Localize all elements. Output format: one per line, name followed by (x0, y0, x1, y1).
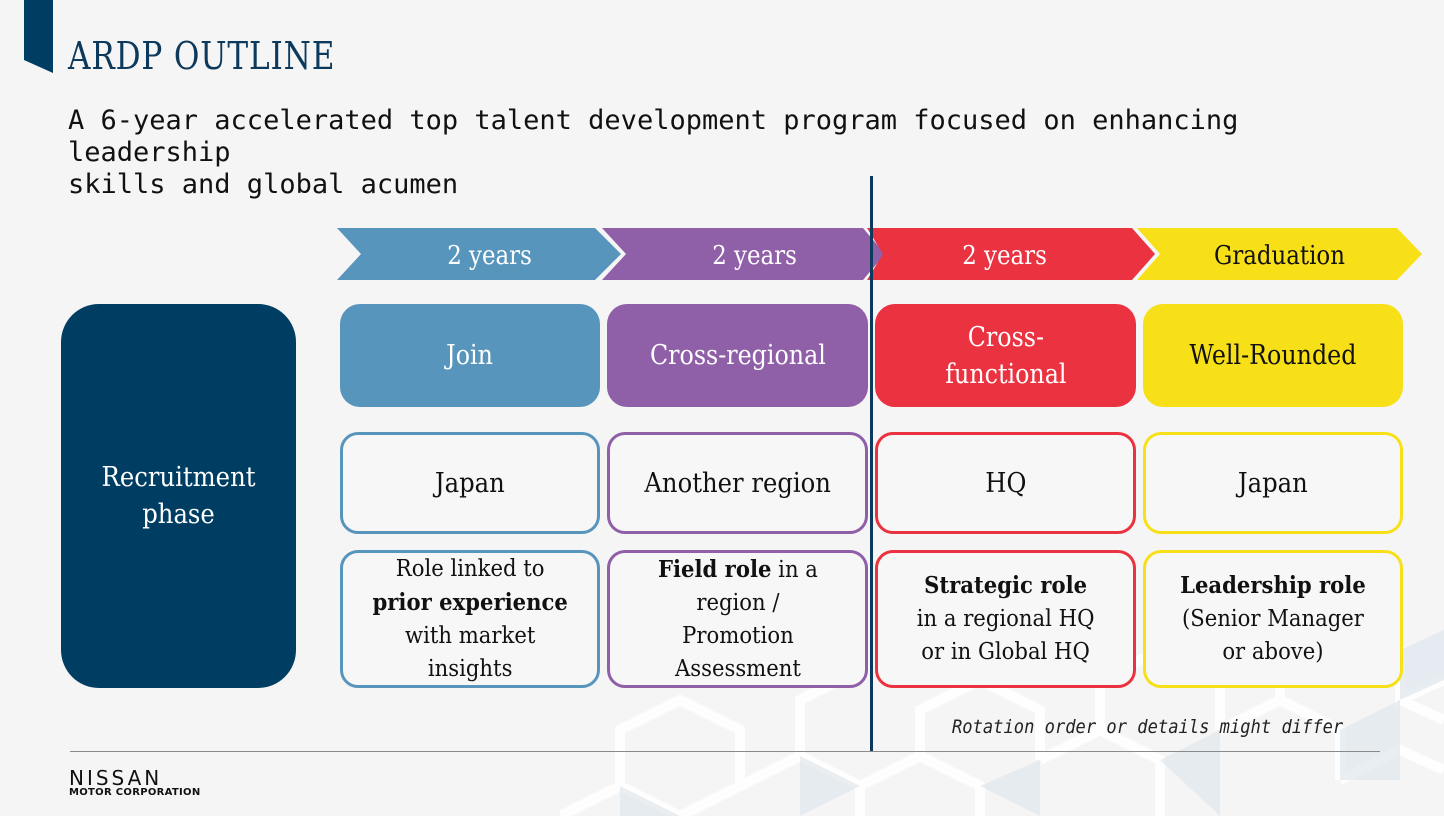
location-label: Japan (435, 467, 505, 499)
arrow-shape-3 (867, 228, 1155, 280)
page-subtitle: A 6-year accelerated top talent developm… (68, 105, 1408, 201)
timeline-arrows: 2 years 2 years 2 years Graduation (337, 228, 1427, 280)
role-line: in a regional HQ (916, 606, 1095, 632)
role-line: Strategic role (923, 572, 1087, 599)
nissan-logo-subtitle: MOTOR CORPORATION (69, 787, 201, 798)
phase-name-line: Join (446, 340, 494, 371)
role-line: Field role in a (657, 555, 818, 583)
header-accent-flag (24, 0, 53, 73)
phase-name-well-rounded: Well-Rounded (1143, 304, 1403, 407)
footer-divider (70, 751, 1380, 752)
role-line: region / (695, 589, 780, 616)
role-box-4: Leadership role (Senior Manager or above… (1143, 550, 1403, 688)
phase-name-cross-functional: Cross- functional (875, 304, 1136, 407)
phase-name-line-1: Cross- (967, 321, 1044, 353)
phase-name-line: Cross-regional (649, 340, 826, 371)
timeline-arrows-graphic (337, 228, 1422, 280)
rotation-note: Rotation order or details might differ (952, 716, 1344, 738)
timeline-divider (870, 176, 873, 752)
arrow-label-1: 2 years (447, 241, 532, 271)
role-box-2: Field role in a region / Promotion Asses… (607, 550, 868, 688)
role-line: Promotion (681, 622, 794, 649)
role-line: prior experience (372, 588, 568, 616)
recruitment-phase-box: Recruitment phase (61, 304, 296, 688)
phase-name-line-2: functional (944, 358, 1067, 390)
role-box-3: Strategic role in a regional HQ or in Gl… (875, 550, 1136, 688)
phase-name-join: Join (340, 304, 600, 407)
arrow-shape-1 (337, 228, 621, 280)
role-box-1: Role linked to prior experience with mar… (340, 550, 600, 688)
arrow-shape-4 (1137, 228, 1422, 280)
phase-name-line: Well-Rounded (1189, 340, 1357, 371)
role-line: or above) (1222, 639, 1324, 665)
arrow-label-2: 2 years (712, 241, 797, 271)
location-box-4: Japan (1143, 432, 1403, 534)
arrow-shape-2 (602, 228, 885, 280)
location-box-2: Another region (607, 432, 868, 534)
location-label: Japan (1238, 467, 1308, 499)
location-box-3: HQ (875, 432, 1136, 534)
phase-name-cross-regional: Cross-regional (607, 304, 868, 407)
nissan-logo: NISSAN (69, 766, 163, 790)
arrow-label-4: Graduation (1214, 241, 1345, 271)
recruitment-label-line-2: phase (142, 499, 215, 530)
location-box-1: Japan (340, 432, 600, 534)
role-line: with market (404, 622, 536, 649)
role-line: insights (427, 655, 513, 682)
location-label: Another region (644, 467, 831, 499)
recruitment-label-line-1: Recruitment (101, 462, 256, 493)
location-label: HQ (984, 467, 1027, 499)
arrow-label-3: 2 years (962, 241, 1047, 271)
role-line: or in Global HQ (921, 639, 1090, 665)
role-line: Leadership role (1180, 572, 1366, 599)
page-title: ARDP OUTLINE (68, 34, 336, 78)
role-line: Assessment (674, 655, 801, 682)
role-line: Role linked to (395, 555, 545, 582)
subtitle-line-1: A 6-year accelerated top talent developm… (68, 105, 1239, 168)
subtitle-line-2: skills and global acumen (68, 169, 459, 200)
role-line: (Senior Manager (1182, 606, 1364, 632)
